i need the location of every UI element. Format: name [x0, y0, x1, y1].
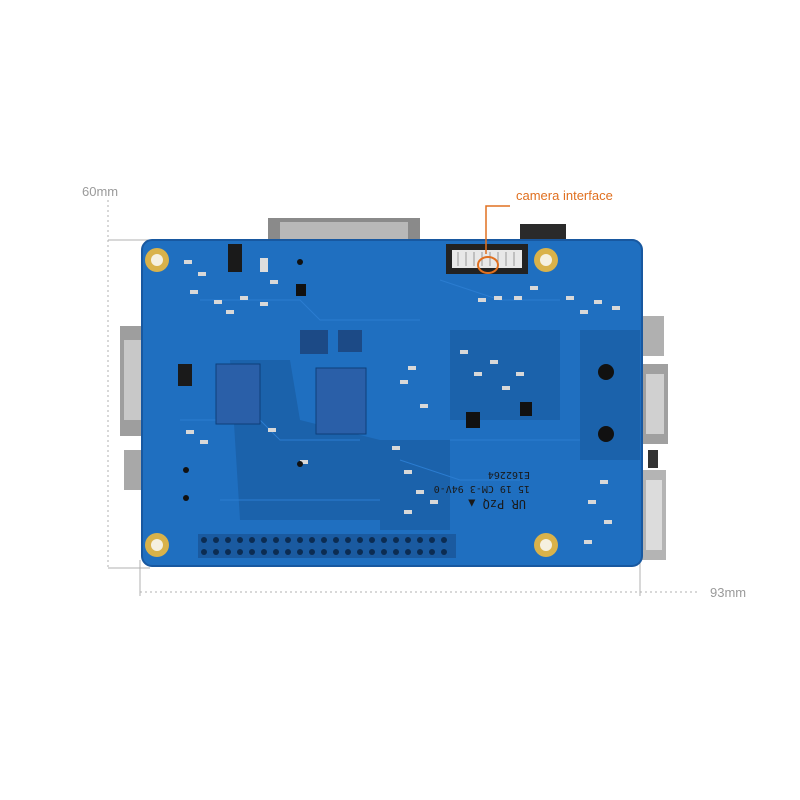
width-dimension-label: 93mm: [710, 585, 747, 600]
test-points: [183, 259, 614, 501]
height-dimension-line: [107, 200, 150, 569]
gpio-pins: [201, 537, 447, 555]
silkscreen-marking: UR PzQ ▲ 15 19 CM-3 94V-0 E162264: [434, 469, 530, 511]
silkscreen-line-1: UR PzQ ▲: [467, 497, 526, 511]
ic-chips: [178, 244, 532, 435]
camera-interface-callout-line: [477, 205, 510, 274]
camera-interface-callout-label: camera interface: [516, 188, 613, 203]
camera-interface-connector: [446, 244, 528, 274]
silkscreen-line-2: 15 19 CM-3 94V-0: [434, 483, 530, 494]
gpio-header: [198, 534, 456, 558]
silkscreen-line-3: E162264: [488, 469, 530, 480]
mounting-holes: [145, 248, 558, 557]
smd-components: [184, 260, 620, 544]
width-dimension-line: [139, 560, 700, 596]
height-dimension-label: 60mm: [82, 184, 119, 199]
